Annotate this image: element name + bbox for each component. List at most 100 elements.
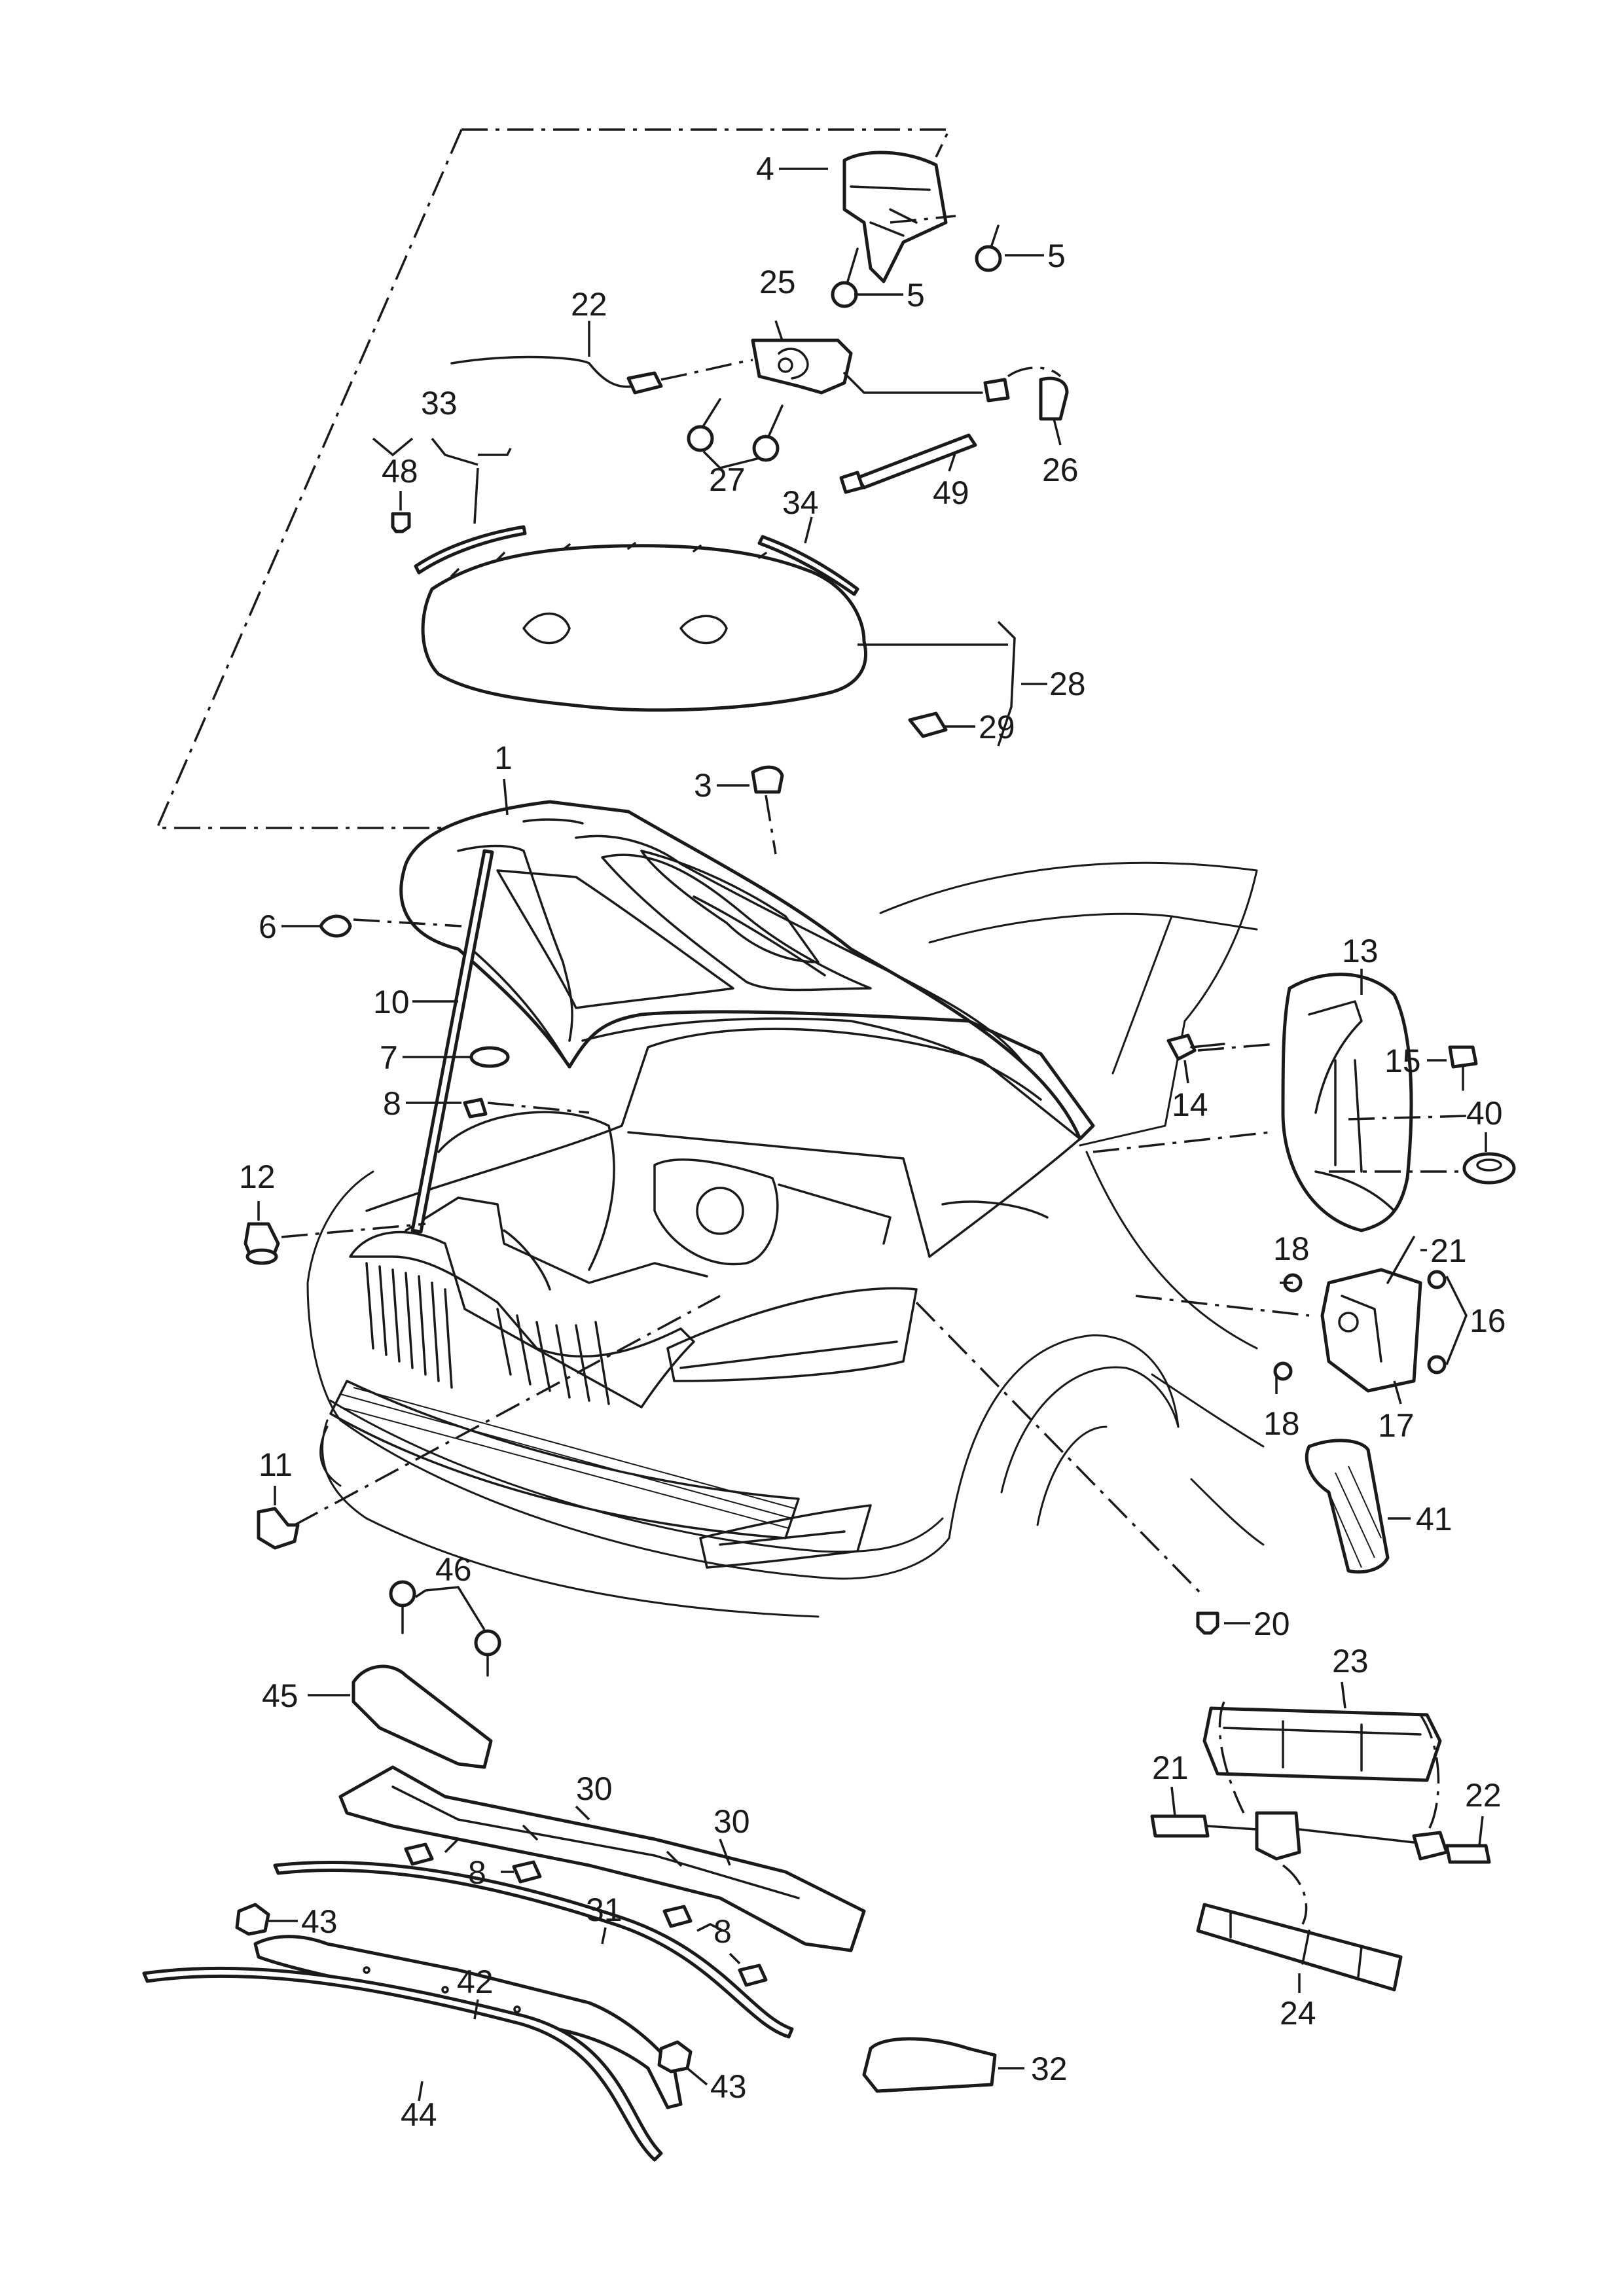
cap-32	[862, 2037, 997, 2093]
callout-34: 34	[782, 484, 819, 521]
callout-4: 4	[756, 151, 774, 187]
clip-8-cowl-d	[738, 1964, 768, 1987]
callout-6: 6	[259, 908, 277, 945]
callout-12: 12	[239, 1158, 276, 1195]
plug-12	[244, 1222, 280, 1265]
clip-8-cowl-c	[662, 1905, 693, 1928]
pad-41	[1305, 1439, 1390, 1574]
callout-33: 33	[421, 385, 458, 422]
callout-18-upper: 18	[1273, 1230, 1310, 1267]
callout-13: 13	[1342, 933, 1379, 969]
bolt-15	[1448, 1045, 1478, 1091]
side-bracket-13	[1281, 973, 1413, 1232]
callout-49: 49	[933, 475, 969, 511]
bolt-5-b	[975, 224, 1002, 272]
callout-8-cowl-left: 8	[468, 1854, 486, 1891]
callout-28: 28	[1049, 666, 1086, 702]
callout-29: 29	[979, 709, 1015, 745]
seal-strip-34	[757, 535, 859, 596]
clip-8-cowl-b	[512, 1860, 542, 1884]
grommet-40	[1462, 1152, 1516, 1185]
cable-tie	[839, 433, 977, 494]
handle-housing-23	[1202, 1706, 1442, 1782]
plug-48	[391, 512, 411, 533]
callout-42: 42	[457, 1964, 494, 2000]
callout-40: 40	[1466, 1095, 1503, 1132]
bolt-27-b	[752, 404, 784, 462]
hood-prop-rod	[410, 849, 494, 1234]
grommet-7	[469, 1046, 510, 1068]
rubber-buffer-29	[908, 711, 948, 738]
clip-11	[257, 1507, 300, 1550]
stop-cap-6	[319, 914, 352, 938]
callout-46: 46	[435, 1551, 472, 1588]
screw-16-lower	[1427, 1355, 1447, 1374]
callout-1: 1	[494, 740, 513, 776]
callout-31: 31	[586, 1892, 623, 1928]
callout-3: 3	[694, 767, 712, 804]
callout-18-lower: 18	[1263, 1405, 1300, 1442]
callout-24: 24	[1280, 1995, 1316, 2032]
car-body	[306, 861, 1265, 1618]
clip-8-cowl-a	[404, 1842, 434, 1866]
bolt-27-a	[687, 398, 721, 452]
callout-10: 10	[373, 984, 410, 1020]
callout-7: 7	[380, 1039, 398, 1076]
leader-lines	[257, 168, 1487, 2102]
lock-handle-cap	[1007, 367, 1069, 421]
bolt-46-b	[474, 1629, 501, 1677]
bolt-46-a	[389, 1580, 416, 1634]
callout-21-right: 21	[1430, 1232, 1467, 1269]
association-lines	[281, 215, 1467, 1598]
callout-21-lower: 21	[1152, 1749, 1189, 1786]
callout-11: 11	[259, 1446, 293, 1483]
callout-17: 17	[1378, 1407, 1415, 1444]
release-cable-lower	[1150, 1701, 1491, 1925]
rubber-buffer-3	[751, 765, 784, 794]
seal-strip-31	[273, 1861, 794, 2039]
callout-41: 41	[1416, 1501, 1453, 1537]
callout-27: 27	[709, 461, 746, 498]
callout-5-upper: 5	[1047, 238, 1066, 274]
callout-14: 14	[1172, 1086, 1208, 1123]
callout-45: 45	[262, 1677, 298, 1714]
screw-16-upper	[1427, 1270, 1447, 1289]
callout-32: 32	[1031, 2051, 1068, 2087]
callout-20: 20	[1254, 1605, 1290, 1642]
bolt-5-a	[831, 247, 859, 308]
callout-23: 23	[1332, 1643, 1369, 1679]
seal-strip-44	[142, 1966, 663, 2162]
callout-43-left: 43	[301, 1903, 338, 1940]
callout-5-lower: 5	[907, 277, 925, 314]
callout-43-right: 43	[710, 2068, 747, 2105]
callout-48: 48	[382, 453, 418, 490]
cover-45	[352, 1664, 493, 1769]
callout-labels: 4 5 5 25 22 26 27 49 33 48 34 28 29 1 3 …	[239, 151, 1506, 2133]
cowl-panel-30	[338, 1765, 866, 1952]
hood-lock	[751, 338, 1010, 403]
handle-cover-24	[1196, 1903, 1403, 1992]
lock-housing	[842, 151, 948, 283]
screw-18-lower	[1273, 1361, 1293, 1381]
seal-strip-33	[414, 525, 527, 575]
callout-22-upper: 22	[571, 286, 607, 323]
callout-22-lower: 22	[1465, 1777, 1502, 1814]
engine-bay	[365, 1028, 1081, 1291]
nut-43-b	[657, 2040, 693, 2073]
callout-8-hood: 8	[383, 1085, 401, 1122]
bolt-14	[1166, 1033, 1225, 1061]
callout-16: 16	[1470, 1302, 1506, 1339]
release-cable-upper	[450, 355, 753, 395]
callout-25: 25	[759, 264, 796, 300]
callout-30-left: 30	[576, 1770, 613, 1807]
callout-8-cowl-right: 8	[713, 1913, 732, 1950]
lock-bracket-17	[1320, 1236, 1422, 1393]
hood	[399, 800, 1095, 1141]
plug-20	[1196, 1611, 1219, 1635]
clip-8-hood	[463, 1098, 488, 1119]
nut-43-a	[235, 1903, 270, 1936]
callout-26: 26	[1042, 452, 1079, 488]
callout-30-right: 30	[713, 1803, 750, 1840]
hood-insulation	[421, 542, 867, 712]
